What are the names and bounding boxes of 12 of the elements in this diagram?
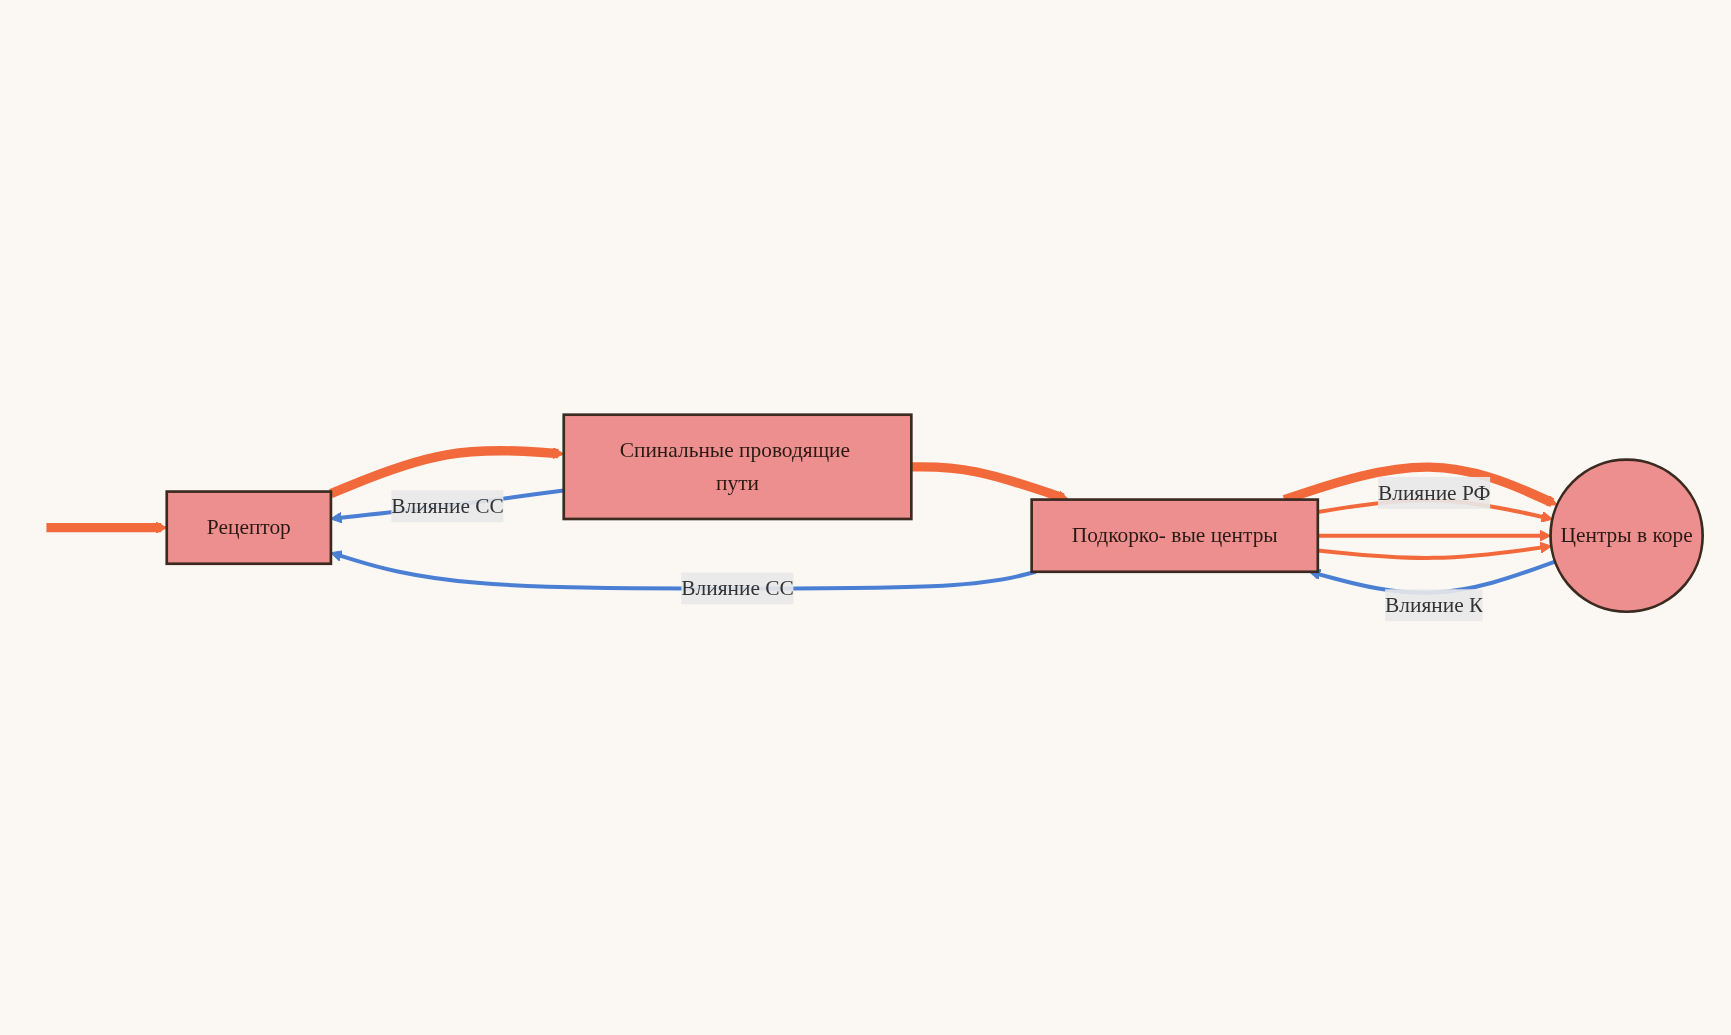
edge-label: Влияние РФ [1378,480,1491,504]
arrow [1318,529,1552,542]
node-box: Спинальные проводящие пути [562,412,913,520]
arrow [46,521,168,534]
edge-label: Влияние СС [391,493,505,517]
edge-label: Влияние СС [681,575,795,599]
edge-label: Влияние К [1385,592,1484,616]
arrow [1283,461,1558,507]
arrow [329,445,565,498]
node-box: Рецептор [165,489,333,565]
node-box: Подкорко- вые центры [1030,497,1320,573]
node-circle: Центры в коре [1549,457,1705,613]
